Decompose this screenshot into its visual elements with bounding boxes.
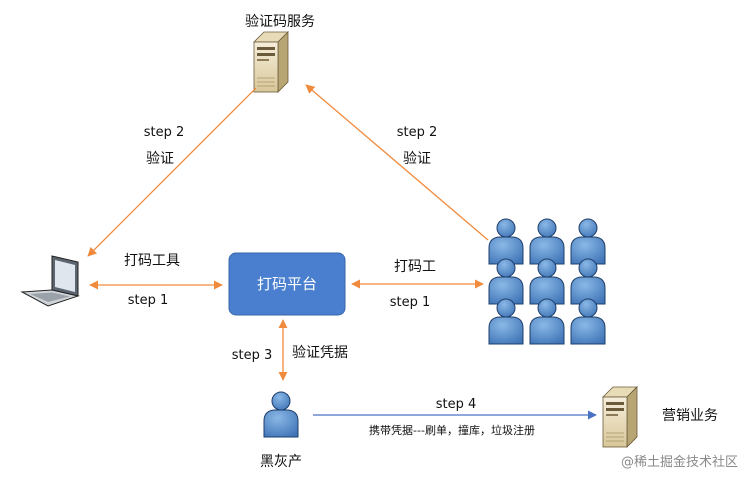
arrow-server-to-laptop xyxy=(87,87,257,257)
marketing-label: 营销业务 xyxy=(662,408,718,424)
coding-tool-label: 打码工具 xyxy=(124,252,180,269)
people-crowd-icon xyxy=(488,218,606,345)
step2-left-step: step 2 xyxy=(144,125,185,140)
step3-label: 验证凭据 xyxy=(292,345,348,361)
step2-right-step: step 2 xyxy=(397,125,438,140)
arrow-crowd-to-server xyxy=(305,84,489,241)
step4-label: 携带凭据---刷单，撞库，垃圾注册 xyxy=(369,423,535,437)
person-icon xyxy=(263,391,299,438)
step1-left-step: step 1 xyxy=(128,293,169,308)
step2-right-label: 验证 xyxy=(403,151,431,167)
captcha-service-label: 验证码服务 xyxy=(245,14,315,30)
black-market-label: 黑灰产 xyxy=(260,454,302,470)
step3-step: step 3 xyxy=(232,348,273,363)
captcha-server-icon xyxy=(253,31,289,93)
platform-box xyxy=(228,252,346,316)
marketing-server-icon xyxy=(602,386,638,448)
step4-step: step 4 xyxy=(436,397,477,412)
platform-label: 打码平台 xyxy=(257,275,317,293)
watermark: @稀土掘金技术社区 xyxy=(621,454,738,470)
step1-right-step: step 1 xyxy=(390,295,431,310)
laptop-icon xyxy=(20,255,80,307)
step2-left-label: 验证 xyxy=(146,151,174,167)
workers-label: 打码工 xyxy=(394,258,436,275)
